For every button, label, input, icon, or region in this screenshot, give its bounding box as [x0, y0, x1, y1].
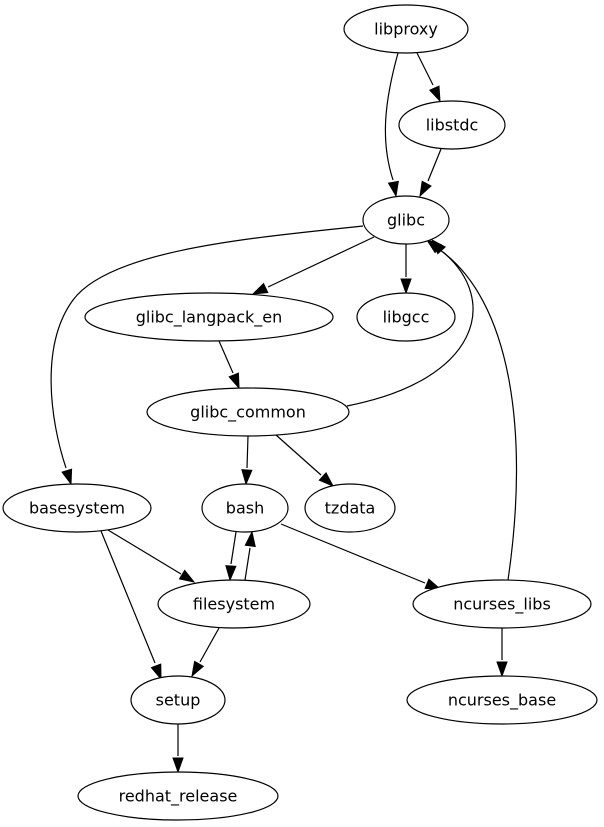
node-ellipse: [84, 292, 334, 342]
arrowhead-icon: [496, 661, 508, 678]
edge-ncurses-libs-to-glibc: [425, 239, 518, 581]
node-libproxy[interactable]: libproxy: [343, 4, 469, 54]
node-label: ncurses_base: [448, 691, 556, 711]
edge-line: [199, 627, 220, 663]
edge-setup-to-redhat-release: [172, 724, 184, 774]
node-label: redhat_release: [119, 787, 238, 807]
arrowhead-icon: [241, 469, 253, 486]
edge-basesystem-to-filesystem: [107, 529, 196, 583]
edge-filesystem-to-setup: [191, 627, 220, 678]
node-label: setup: [156, 691, 201, 710]
node-label: tzdata: [325, 499, 376, 518]
edge-glibc-langpack-en-to-glibc-common: [218, 340, 240, 390]
node-ellipse: [77, 771, 279, 821]
edge-line: [230, 531, 237, 565]
arrowhead-icon: [318, 471, 335, 488]
node-label: libproxy: [374, 20, 438, 39]
edge-line: [100, 530, 156, 664]
arrowhead-icon: [400, 278, 412, 295]
edge-line: [346, 251, 474, 407]
arrowhead-icon: [228, 372, 240, 390]
edge-bash-to-filesystem: [225, 531, 237, 582]
edge-line: [267, 236, 375, 288]
node-tzdata[interactable]: tzdata: [304, 483, 396, 533]
edge-bash-to-ncurses-libs: [280, 523, 442, 590]
edges-layer: [50, 52, 518, 774]
node-ellipse: [398, 100, 506, 150]
node-label: glibc_common: [190, 403, 306, 423]
node-ellipse: [356, 292, 456, 342]
node-ellipse: [343, 4, 469, 54]
node-ellipse: [157, 579, 311, 629]
arrowhead-icon: [387, 180, 399, 198]
edge-line: [280, 523, 426, 584]
edge-libstdc-to-glibc: [419, 148, 442, 198]
edge-line: [384, 52, 399, 181]
node-ellipse: [2, 483, 152, 533]
node-ellipse: [304, 483, 396, 533]
node-label: libstdc: [426, 116, 479, 135]
node-redhat-release[interactable]: redhat_release: [77, 771, 279, 821]
node-label: filesystem: [193, 595, 275, 614]
arrowhead-icon: [251, 282, 269, 295]
arrowhead-icon: [178, 569, 196, 583]
edge-glibc-to-libgcc: [400, 244, 412, 295]
arrowhead-icon: [61, 468, 73, 486]
node-ncurses-base[interactable]: ncurses_base: [406, 675, 598, 725]
edge-libproxy-to-libstdc: [416, 52, 441, 103]
node-glibc-langpack-en[interactable]: glibc_langpack_en: [84, 292, 334, 342]
edge-line: [427, 148, 442, 182]
arrowhead-icon: [428, 85, 441, 103]
arrowhead-icon: [191, 660, 205, 678]
node-ellipse: [406, 675, 598, 725]
node-setup[interactable]: setup: [130, 675, 226, 725]
edge-glibc-common-to-bash: [241, 435, 253, 486]
node-ncurses-libs[interactable]: ncurses_libs: [412, 579, 592, 629]
node-ellipse: [201, 483, 289, 533]
node-ellipse: [146, 387, 350, 437]
node-label: libgcc: [383, 308, 430, 327]
node-ellipse: [362, 195, 450, 245]
arrowhead-icon: [225, 565, 237, 582]
node-label: bash: [226, 499, 264, 518]
node-bash[interactable]: bash: [201, 483, 289, 533]
edge-line: [246, 435, 249, 469]
edge-filesystem-to-bash: [244, 530, 256, 581]
node-glibc-common[interactable]: glibc_common: [146, 387, 350, 437]
arrowhead-icon: [150, 663, 162, 681]
arrowhead-icon: [244, 530, 256, 548]
edge-line: [50, 225, 364, 469]
edge-line: [275, 434, 322, 476]
node-glibc[interactable]: glibc: [362, 195, 450, 245]
edge-libproxy-to-glibc: [384, 52, 399, 198]
edge-line: [218, 340, 234, 374]
node-label: glibc: [387, 211, 425, 230]
edge-glibc-common-to-tzdata: [275, 434, 335, 488]
node-ellipse: [130, 675, 226, 725]
arrowhead-icon: [172, 757, 184, 774]
node-label: basesystem: [29, 499, 125, 518]
arrowhead-icon: [425, 239, 442, 254]
edge-basesystem-to-setup: [100, 530, 162, 681]
edge-glibc-to-basesystem: [50, 225, 364, 486]
edge-line: [439, 249, 518, 581]
node-ellipse: [412, 579, 592, 629]
edge-glibc-to-glibc-langpack-en: [251, 236, 375, 295]
node-libstdc[interactable]: libstdc: [398, 100, 506, 150]
edge-line: [244, 547, 251, 581]
nodes-layer: libproxy libstdc glibc glibc_langpack_en lib…: [2, 4, 598, 821]
node-label: ncurses_libs: [453, 595, 551, 615]
node-libgcc[interactable]: libgcc: [356, 292, 456, 342]
node-basesystem[interactable]: basesystem: [2, 483, 152, 533]
edge-ncurses-libs-to-ncurses-base: [496, 628, 508, 678]
arrowhead-icon: [419, 180, 432, 198]
node-filesystem[interactable]: filesystem: [157, 579, 311, 629]
node-label: glibc_langpack_en: [136, 308, 283, 328]
edge-line: [107, 529, 182, 575]
edge-line: [416, 52, 434, 86]
